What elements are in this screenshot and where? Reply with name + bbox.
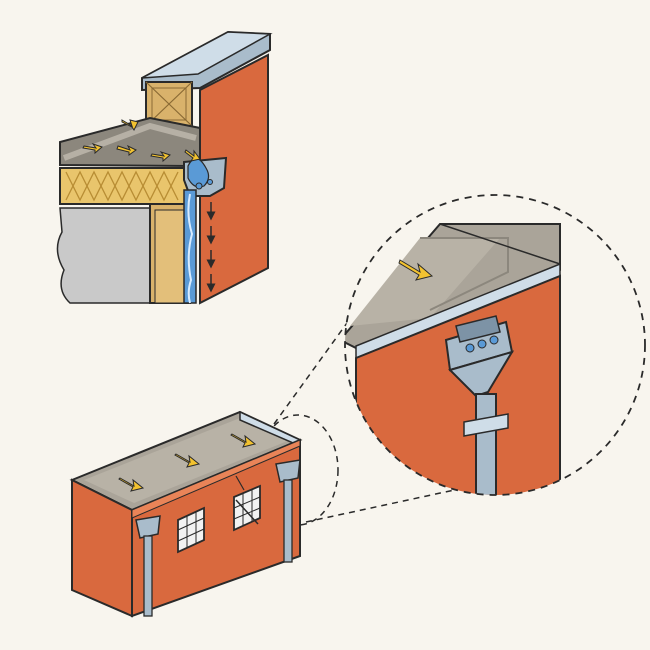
building-flow-arrows (118, 433, 257, 492)
detail-hopper (444, 315, 515, 398)
water-droplet-icon (477, 339, 487, 349)
small-building (69, 410, 303, 618)
building-downpipe-left (135, 515, 161, 617)
building-window-2 (233, 484, 261, 532)
water-droplet-icon (465, 343, 475, 353)
section-brick-wall (199, 53, 269, 305)
callout-source-circle (257, 414, 339, 526)
detail-flow-arrow (398, 259, 434, 281)
water-droplet-icon (489, 335, 499, 345)
building-window-1 (177, 506, 205, 554)
callout-lines (257, 315, 511, 526)
section-ceiling (56, 207, 151, 304)
roof-edge-cross-section (56, 30, 273, 305)
detail-magnifier (344, 194, 646, 496)
detail-lens-outline (344, 194, 646, 496)
section-flow-arrows (82, 119, 201, 163)
building-downpipe-right (275, 459, 301, 563)
detail-downpipe (475, 393, 497, 495)
